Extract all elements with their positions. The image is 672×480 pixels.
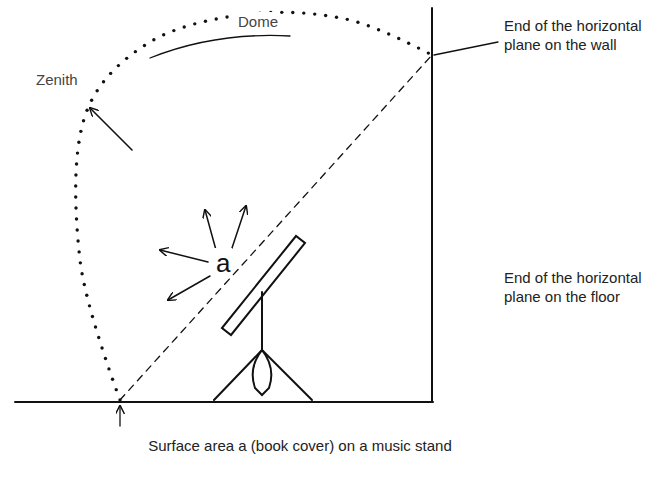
dome-dot	[76, 239, 79, 242]
floor-line	[15, 401, 433, 403]
dome-dot	[79, 261, 82, 264]
dome-dot	[79, 130, 82, 133]
dome-dot	[397, 37, 400, 40]
horizontal-plane-line	[120, 55, 432, 400]
zenith-label: Zenith	[34, 70, 80, 89]
dome-dot	[280, 11, 283, 14]
zenith-arrow	[90, 108, 132, 150]
dome-dot	[291, 11, 294, 14]
leader-arrow	[119, 406, 120, 426]
dome-dot	[387, 32, 390, 35]
dome-dot	[152, 38, 155, 41]
dome-dot	[111, 378, 114, 381]
dome-dot	[335, 15, 338, 18]
dome-dot	[75, 162, 78, 165]
dome-dot	[417, 46, 420, 49]
dome-dot	[102, 80, 105, 83]
wall-line	[431, 8, 433, 402]
caption-label: Surface area a (book cover) on a music s…	[148, 436, 452, 455]
music-stand	[214, 236, 312, 400]
dome-dot	[85, 293, 88, 296]
dome-dot	[172, 29, 175, 32]
dome-dot	[356, 20, 359, 23]
dome-dot	[118, 398, 121, 401]
dome-dot	[88, 304, 91, 307]
dome-dot	[74, 184, 77, 187]
dome-dot	[95, 89, 98, 92]
dome-dot	[324, 14, 327, 17]
dome-dot	[302, 11, 305, 14]
dome-dot	[162, 33, 165, 36]
dome-dot	[74, 206, 77, 209]
dome-dot	[377, 28, 380, 31]
dome-dot	[100, 346, 103, 349]
wall-label: End of the horizontal plane on the wall	[504, 16, 664, 54]
dome-dot	[90, 99, 93, 102]
radiation-arrows	[160, 206, 246, 300]
dome-dot	[143, 44, 146, 47]
dome-dot	[193, 22, 196, 25]
dome-dot	[76, 151, 79, 154]
dome-dot	[107, 367, 110, 370]
dome-dot	[134, 50, 137, 53]
dome-dot	[74, 173, 77, 176]
dome-dots	[74, 11, 430, 402]
dome-dot	[313, 12, 316, 15]
dome-dot	[117, 64, 120, 67]
dome-dot	[125, 57, 128, 60]
dome-stroke	[150, 35, 290, 58]
dome-dot	[367, 24, 370, 27]
dome-dot	[109, 72, 112, 75]
dome-dot	[80, 272, 83, 275]
dome-dot	[407, 42, 410, 45]
dome-dot	[77, 140, 80, 143]
dome-dot	[427, 51, 430, 54]
dome-dot	[215, 17, 218, 20]
floor-label: End of the horizontal plane on the floor	[504, 268, 664, 306]
dome-dot	[75, 217, 78, 220]
dome-dot	[94, 325, 97, 328]
dome-dot	[183, 25, 186, 28]
dome-dot	[85, 109, 88, 112]
dome-dot	[76, 228, 79, 231]
leader-line	[434, 42, 498, 55]
dome-dot	[346, 18, 349, 21]
dome-dot	[204, 20, 207, 23]
dome-dot	[97, 336, 100, 339]
dome-dot	[82, 119, 85, 122]
dome-label: Dome	[236, 12, 280, 31]
dome-dot	[115, 388, 118, 391]
dome-dot	[91, 315, 94, 318]
a-label: a	[214, 248, 232, 278]
dome-dot	[83, 283, 86, 286]
dome-dot	[74, 195, 77, 198]
dome-dot	[225, 15, 228, 18]
dome-dot	[104, 357, 107, 360]
dome-dot	[77, 250, 80, 253]
